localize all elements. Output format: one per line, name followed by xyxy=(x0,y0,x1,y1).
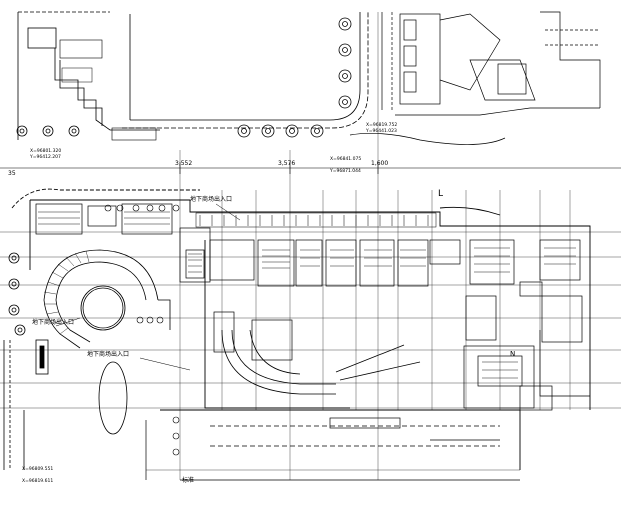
coord-2: Y=96412.207 xyxy=(29,154,61,160)
entrance-label-mid: 地下商场出入口 xyxy=(87,350,129,358)
grid-label-l: L xyxy=(438,189,443,199)
grid-label-bottom-left: 标准 xyxy=(182,476,194,484)
round-plaza xyxy=(43,249,171,435)
dimension-text-3: 1,600 xyxy=(371,160,388,167)
dimension-line xyxy=(0,162,621,174)
tree-column-top xyxy=(338,17,352,109)
grid-label-35: 35 xyxy=(8,170,16,177)
core-rooms xyxy=(35,203,581,409)
coord-3: X=96819.752 xyxy=(366,122,397,128)
stair-hatching xyxy=(38,211,576,379)
coord-4: Y=96441.023 xyxy=(365,128,397,134)
top-left-block xyxy=(17,11,160,141)
grid-lines xyxy=(0,12,621,480)
grid-label-n: N xyxy=(510,350,515,358)
curved-ramp xyxy=(221,329,421,395)
coord-5: X=96841.075 xyxy=(330,156,361,162)
coord-8: X=96819.611 xyxy=(22,478,53,484)
plaza-rays xyxy=(43,250,90,335)
planter-row xyxy=(104,204,180,456)
coord-6: Y=96871.044 xyxy=(329,168,361,174)
entrance-label-top: 地下商场出入口 xyxy=(190,195,232,203)
top-right-building xyxy=(349,11,601,145)
bottom-roads xyxy=(145,417,520,481)
dimension-text-1: 3,552 xyxy=(175,160,192,167)
coord-7: X=96809.551 xyxy=(22,466,53,472)
tree-row-left xyxy=(16,124,324,138)
watermark-fade xyxy=(500,390,621,506)
entrance-label-left: 地下商场出入口 xyxy=(32,318,74,326)
dimension-text-2: 3,576 xyxy=(278,160,295,167)
leader-lines xyxy=(55,203,241,371)
tree-column-left xyxy=(3,252,49,470)
street-boundary-top xyxy=(122,12,369,129)
coord-1: X=96801.320 xyxy=(30,148,61,154)
top-band-detail xyxy=(195,212,437,228)
